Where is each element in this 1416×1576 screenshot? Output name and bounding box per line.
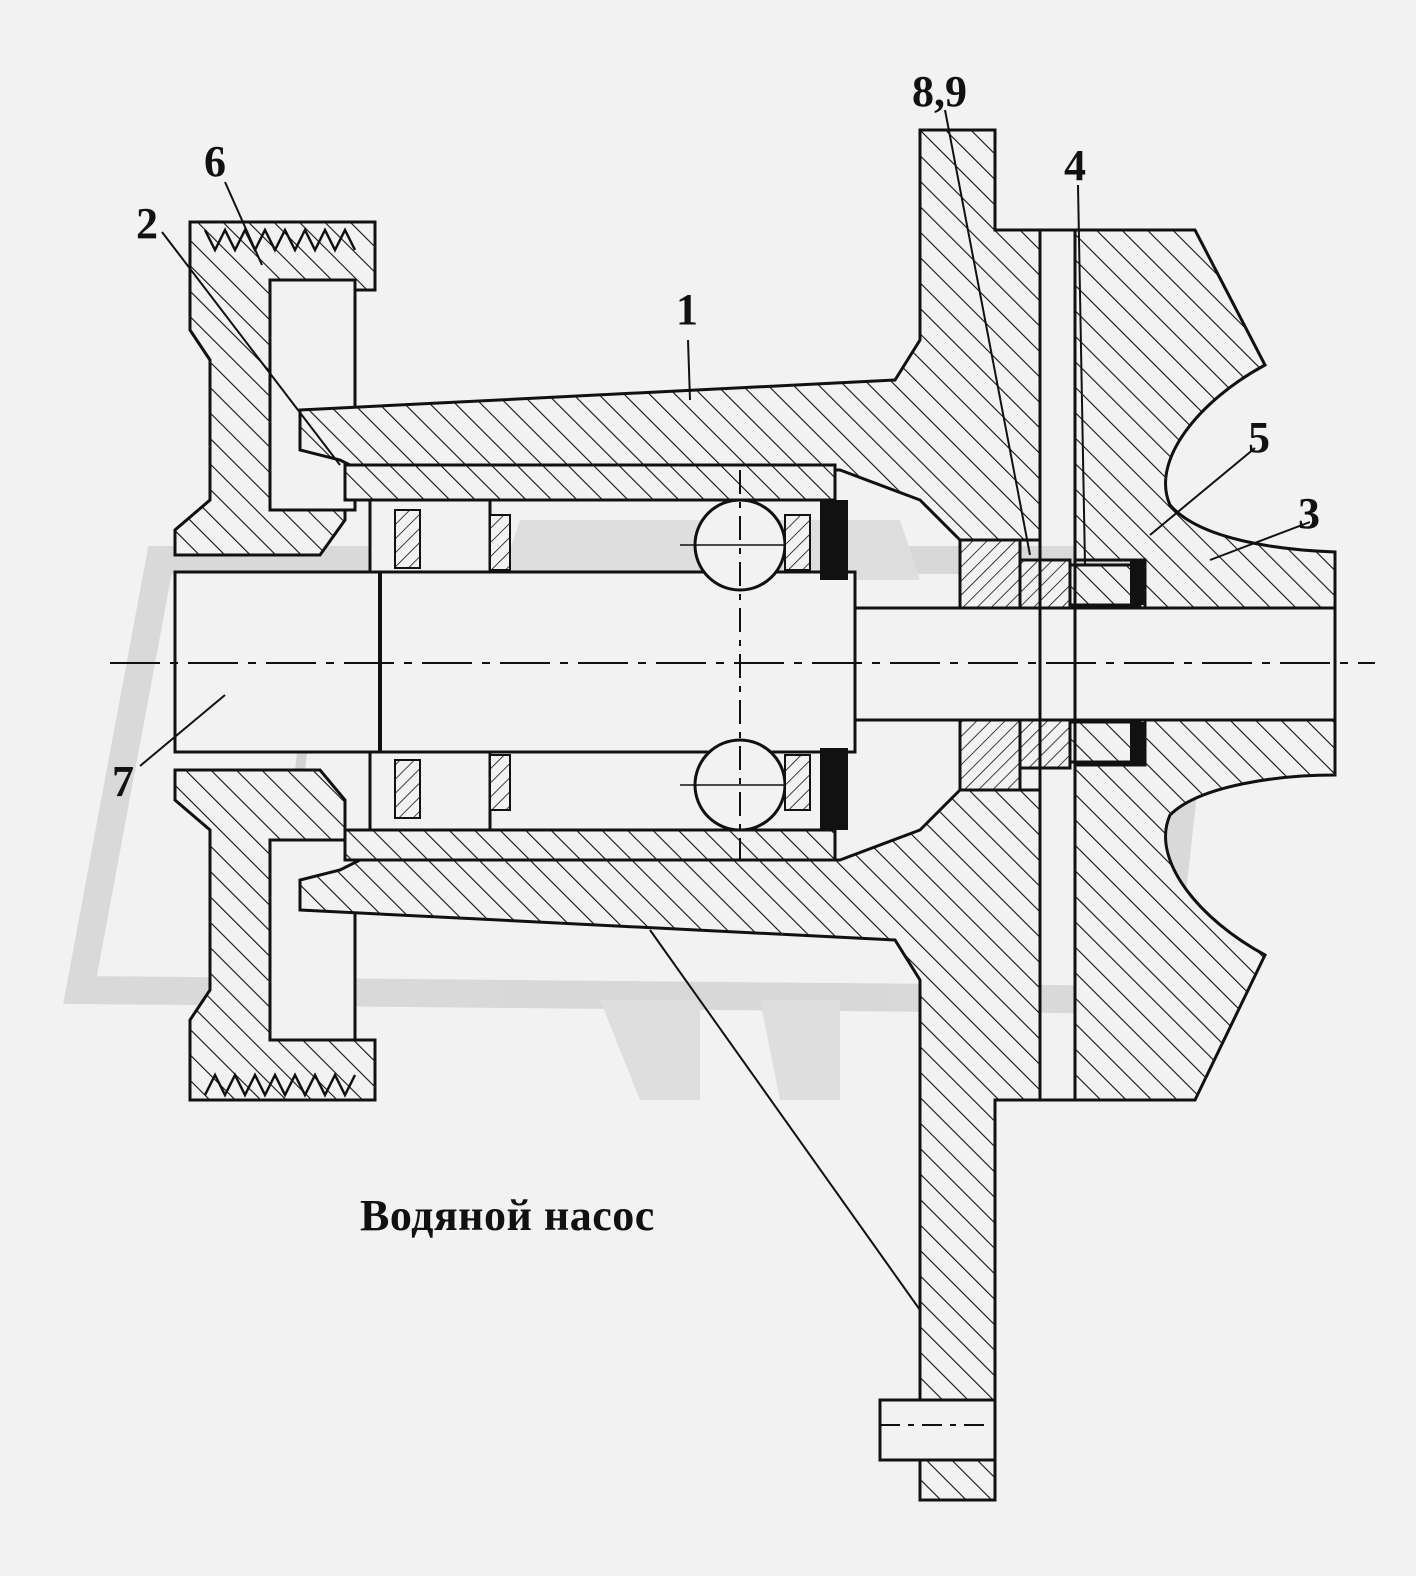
callout-6: 6 [204,137,226,186]
pulley-grooves-top [203,227,357,253]
callout-5: 5 [1248,413,1270,462]
pulley-grooves-bottom [203,1072,357,1098]
impeller [1038,228,1337,1102]
roller-bearing [368,498,511,832]
callout-7: 7 [112,757,134,806]
callout-3: 3 [1298,489,1320,538]
callout-1: 1 [676,285,698,334]
callout-8-9: 8,9 [912,67,967,116]
bearing-sleeve [343,463,837,862]
ball-bearing [680,470,848,860]
diagram-caption: Водяной насос [360,1191,655,1240]
callout-2: 2 [136,199,158,248]
leader-lines [139,109,1311,1311]
callout-4: 4 [1064,141,1086,190]
pulley [173,220,377,1102]
seal-assembly [958,538,1145,792]
